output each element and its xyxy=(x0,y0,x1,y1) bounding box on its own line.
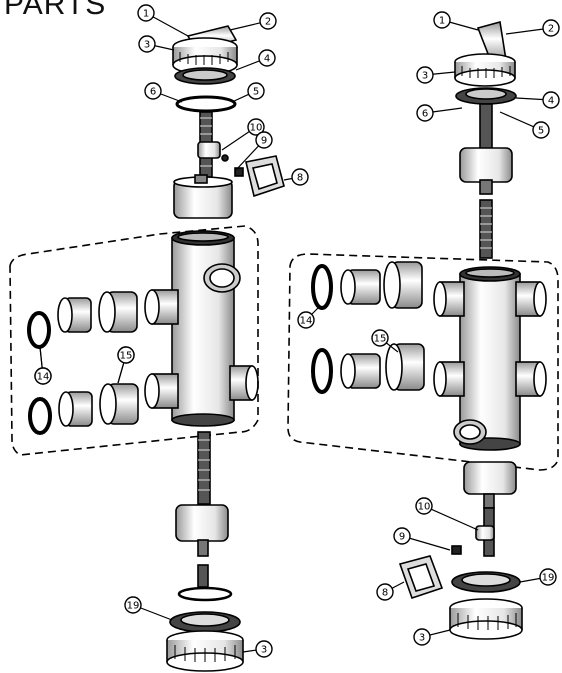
callout-balloon xyxy=(542,91,560,109)
left-lower-union-set xyxy=(28,383,139,435)
callout-balloon xyxy=(255,131,273,149)
right-top-cap xyxy=(454,53,516,87)
right-lower-piston xyxy=(463,461,517,509)
callout-number: 6 xyxy=(150,87,156,98)
callout-balloon xyxy=(393,527,411,545)
callout-number: 10 xyxy=(418,502,431,513)
right-upper-shaft xyxy=(479,103,493,150)
callout-balloon xyxy=(291,168,309,186)
right-bottom-cap xyxy=(449,598,523,640)
callout-balloon xyxy=(138,35,156,53)
callout-balloon xyxy=(433,11,451,29)
callout-number: 3 xyxy=(144,40,150,51)
right-small-fitting xyxy=(475,525,495,541)
callout-balloon xyxy=(259,12,277,30)
callout-number: 4 xyxy=(548,96,554,107)
right-valve-body xyxy=(433,266,547,451)
callout-number: 5 xyxy=(253,87,259,98)
left-lower-oring xyxy=(177,586,233,602)
left-upper-piston xyxy=(173,174,233,219)
left-assembly xyxy=(9,25,285,672)
left-oring xyxy=(175,95,237,113)
callout-number: 1 xyxy=(439,16,445,27)
callout-balloon xyxy=(124,596,142,614)
callout-balloon xyxy=(255,640,273,658)
callout-number: 4 xyxy=(264,54,270,65)
callout-balloon xyxy=(258,49,276,67)
left-lower-shaft xyxy=(197,431,211,505)
callout-balloon xyxy=(297,311,315,329)
callout-number: 19 xyxy=(127,601,140,612)
callout-leader xyxy=(423,505,479,531)
callout-number: 6 xyxy=(422,109,428,120)
right-strainer xyxy=(479,199,493,259)
left-small-fitting xyxy=(197,141,221,159)
callout-number: 9 xyxy=(261,136,267,147)
callout-number: 9 xyxy=(399,532,405,543)
left-dashed-group xyxy=(9,225,259,456)
callout-number: 19 xyxy=(542,573,555,584)
callout-number: 2 xyxy=(265,17,271,28)
parts-title-fragment: PARTS xyxy=(4,0,107,21)
callout-number: 3 xyxy=(419,633,425,644)
callout-number: 3 xyxy=(422,71,428,82)
callout-balloon xyxy=(532,121,550,139)
callout-balloon xyxy=(144,82,162,100)
callout-balloon xyxy=(371,329,389,347)
callout-number: 14 xyxy=(300,316,313,327)
callout-number: 8 xyxy=(297,173,303,184)
callout-number: 14 xyxy=(37,372,50,383)
left-valve-body xyxy=(144,230,259,427)
left-plug xyxy=(234,167,244,177)
right-plug xyxy=(451,545,462,555)
callout-number: 5 xyxy=(538,126,544,137)
callout-balloon xyxy=(117,346,135,364)
callout-number: 3 xyxy=(261,645,267,656)
callout-balloon xyxy=(413,628,431,646)
left-upper-union-set xyxy=(27,291,138,349)
callout-number: 15 xyxy=(120,351,133,362)
right-lower-union-set xyxy=(311,343,425,394)
callout-balloon xyxy=(416,104,434,122)
callout-number: 10 xyxy=(250,123,263,134)
callout-balloon xyxy=(137,4,155,22)
callout-number: 15 xyxy=(374,334,387,345)
callout-balloon xyxy=(34,367,52,385)
right-upper-union-set xyxy=(311,261,423,310)
right-assembly xyxy=(287,20,559,640)
right-dashed-group xyxy=(287,253,559,471)
callout-number: 2 xyxy=(548,24,554,35)
callout-balloon xyxy=(415,497,433,515)
callout-number: 1 xyxy=(143,9,149,20)
callout-balloon xyxy=(416,66,434,84)
callout-balloon xyxy=(376,583,394,601)
left-lower-piston xyxy=(175,504,229,557)
left-bottom-cap xyxy=(166,630,244,672)
callout-balloon xyxy=(247,82,265,100)
callout-balloon xyxy=(542,19,560,37)
callout-number: 8 xyxy=(382,588,388,599)
right-upper-piston xyxy=(459,147,513,195)
callout-balloon xyxy=(539,568,557,586)
callout-balloon xyxy=(247,118,265,136)
